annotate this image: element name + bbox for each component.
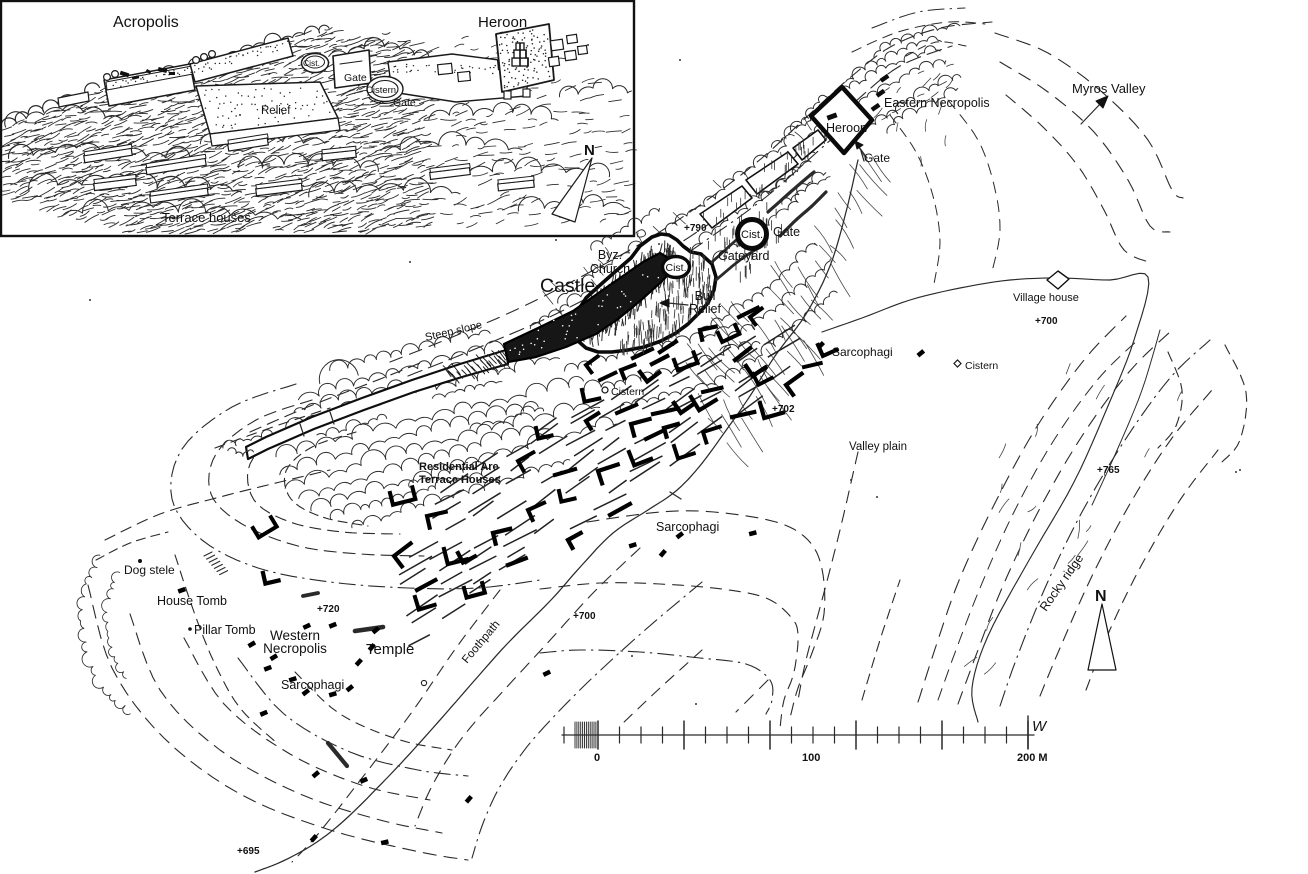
svg-text:Cist.: Cist. bbox=[741, 229, 763, 241]
svg-text:Gate: Gate bbox=[773, 225, 800, 239]
svg-text:Sarcophagi: Sarcophagi bbox=[656, 520, 719, 534]
svg-text:Valley plain: Valley plain bbox=[849, 441, 907, 453]
svg-text:Gateyard: Gateyard bbox=[718, 249, 769, 263]
svg-text:+790: +790 bbox=[684, 223, 707, 234]
svg-text:Cistern: Cistern bbox=[366, 85, 396, 96]
svg-text:Necropolis: Necropolis bbox=[263, 641, 327, 656]
svg-text:N: N bbox=[1095, 588, 1107, 605]
svg-text:Terrace Houses: Terrace Houses bbox=[419, 474, 501, 486]
svg-text:100: 100 bbox=[802, 752, 820, 764]
svg-text:Gate: Gate bbox=[344, 72, 367, 84]
svg-text:Relief: Relief bbox=[261, 105, 291, 117]
svg-text:+695: +695 bbox=[237, 846, 260, 857]
svg-text:Residential Are: Residential Are bbox=[419, 461, 499, 473]
svg-text:Cistern: Cistern bbox=[965, 360, 998, 372]
svg-text:Church: Church bbox=[590, 262, 630, 276]
svg-text:Western: Western bbox=[270, 628, 320, 643]
svg-text:Acropolis: Acropolis bbox=[113, 14, 179, 31]
svg-text:0: 0 bbox=[594, 752, 600, 764]
svg-text:Terrace houses: Terrace houses bbox=[162, 210, 251, 225]
svg-text:Eastern Necropolis: Eastern Necropolis bbox=[884, 96, 990, 110]
svg-text:W: W bbox=[1032, 718, 1048, 735]
svg-text:Pillar Tomb: Pillar Tomb bbox=[194, 623, 256, 637]
svg-text:+700: +700 bbox=[573, 611, 596, 622]
svg-text:Gate: Gate bbox=[393, 97, 416, 109]
svg-text:House Tomb: House Tomb bbox=[157, 594, 227, 608]
svg-text:Village house: Village house bbox=[1013, 292, 1079, 304]
svg-text:Sarcophagi: Sarcophagi bbox=[281, 678, 344, 692]
svg-text:Heroon: Heroon bbox=[478, 14, 527, 31]
svg-text:N: N bbox=[584, 142, 595, 159]
svg-text:Sarcophagi: Sarcophagi bbox=[832, 345, 893, 359]
svg-text:Byz.: Byz. bbox=[598, 248, 622, 262]
svg-text:Cistern: Cistern bbox=[611, 386, 644, 398]
svg-text:Castle: Castle bbox=[540, 275, 595, 297]
svg-text:Myros Valley: Myros Valley bbox=[1072, 81, 1146, 96]
svg-text:Gate: Gate bbox=[864, 151, 890, 165]
svg-text:Relief: Relief bbox=[689, 302, 721, 316]
svg-text:200 M: 200 M bbox=[1017, 752, 1048, 764]
svg-text:Dog stele: Dog stele bbox=[124, 563, 175, 577]
svg-text:Bull: Bull bbox=[695, 289, 716, 303]
svg-text:Temple: Temple bbox=[366, 641, 414, 658]
svg-text:+765: +765 bbox=[1097, 465, 1120, 476]
svg-text:Cist.: Cist. bbox=[666, 262, 687, 274]
svg-text:+720: +720 bbox=[317, 604, 340, 615]
svg-text:+702: +702 bbox=[772, 404, 795, 415]
svg-text:Heroon: Heroon bbox=[826, 121, 867, 135]
svg-text:Cist.: Cist. bbox=[303, 58, 320, 68]
svg-text:+700: +700 bbox=[1035, 316, 1058, 327]
